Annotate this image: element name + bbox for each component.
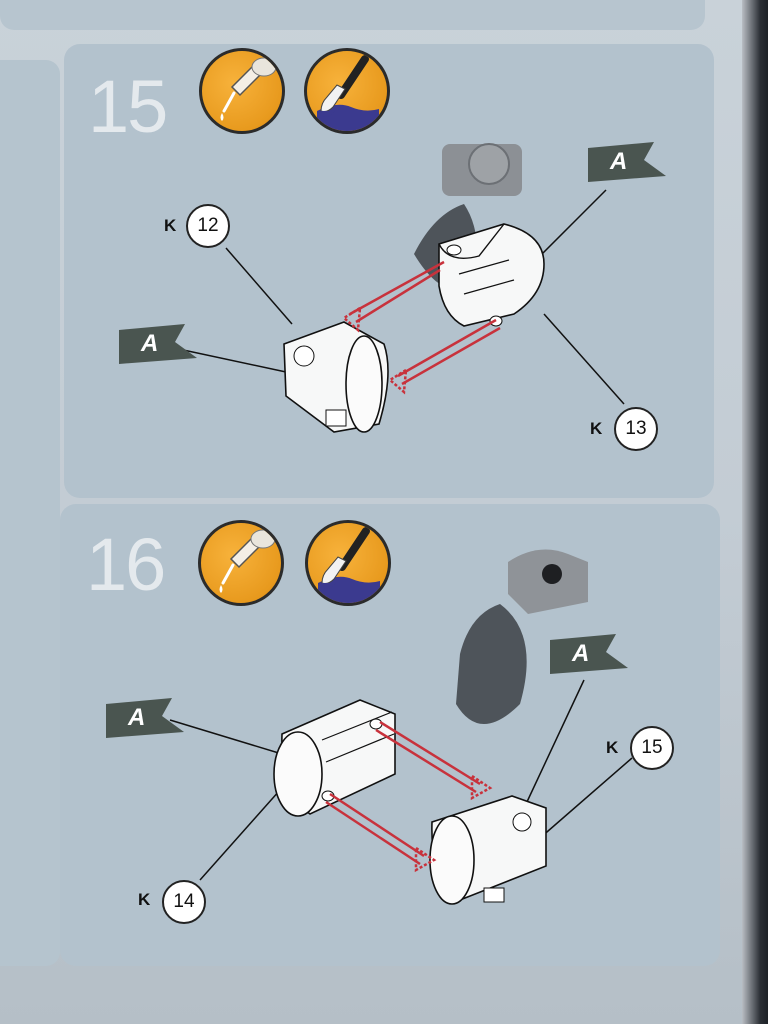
assembly-arrows <box>325 720 493 873</box>
paint-brush-icon <box>304 48 390 134</box>
part-prefix: K <box>138 890 151 909</box>
binding-edge <box>742 0 768 1024</box>
part-number-badge: 15 <box>630 726 674 770</box>
part-prefix: K <box>164 216 177 235</box>
part-number-badge: 12 <box>186 204 230 248</box>
part-k13-drawing <box>438 223 545 327</box>
assembly-arrows <box>341 260 501 395</box>
part-group-flag: A <box>119 324 197 364</box>
adjacent-page-panel <box>0 60 60 966</box>
step-16-diagram <box>169 549 633 905</box>
step-15-panel: 15 <box>64 44 714 498</box>
paint-brush-icon <box>305 520 391 606</box>
part-group-flag: A <box>106 698 184 738</box>
glue-icon <box>199 48 285 134</box>
step-15-diagram <box>173 143 625 433</box>
part-prefix: K <box>590 419 603 438</box>
part-group-flag: A <box>550 634 628 674</box>
step-number: 15 <box>88 65 168 148</box>
step-16-panel: 16 <box>60 504 720 966</box>
part-prefix: K <box>606 738 619 757</box>
part-number-badge: 13 <box>614 407 658 451</box>
part-number-badge: 14 <box>162 880 206 924</box>
previous-step-panel <box>0 0 705 30</box>
step-number: 16 <box>86 523 166 606</box>
glue-icon <box>198 520 284 606</box>
part-group-flag: A <box>588 142 666 182</box>
